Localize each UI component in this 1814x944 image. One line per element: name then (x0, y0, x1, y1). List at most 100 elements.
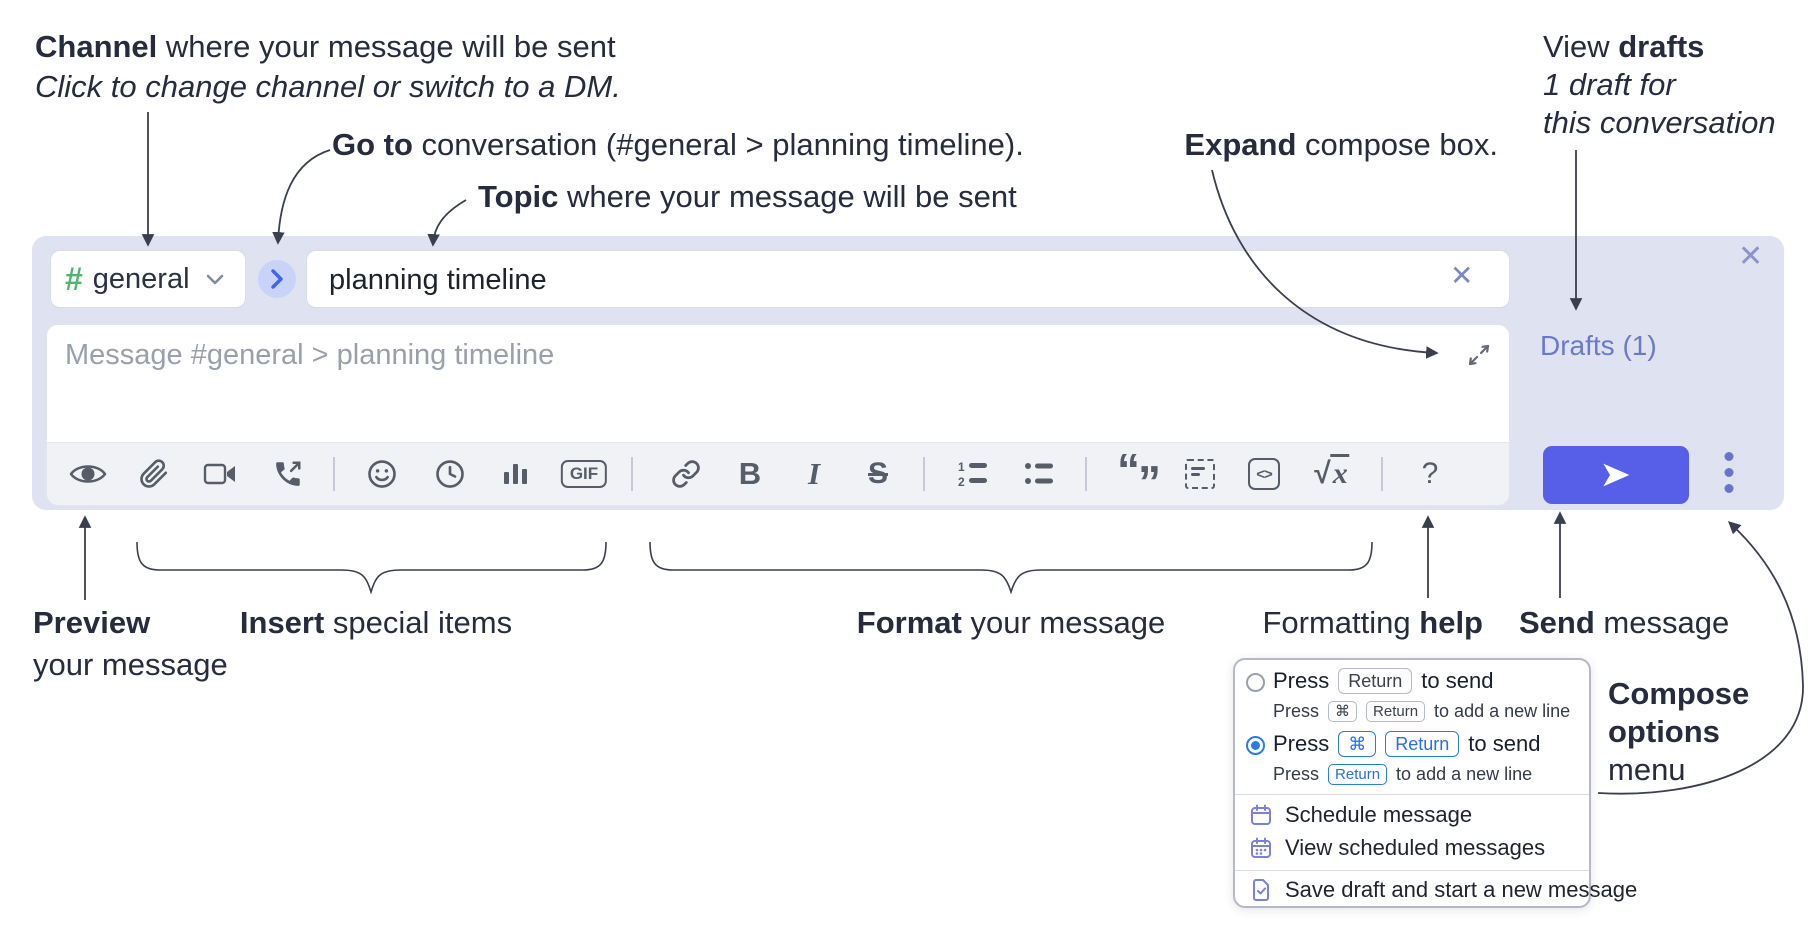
strikethrough-icon[interactable]: S (867, 457, 889, 490)
expand-compose-icon[interactable] (1466, 342, 1492, 373)
compose-options-menu-button[interactable] (1720, 452, 1738, 500)
channel-name: general (92, 262, 190, 295)
annotation-preview: Preview (33, 604, 150, 642)
chevron-down-icon (206, 274, 223, 284)
preview-eye-icon[interactable] (69, 461, 107, 487)
option1-press: Press (1273, 668, 1330, 693)
annotation-insert-rest: special items (324, 605, 513, 640)
toolbar-divider (1085, 457, 1087, 491)
video-call-icon[interactable] (203, 462, 237, 486)
chevron-right-icon (271, 269, 283, 289)
menu-item-save-draft[interactable]: Save draft and start a new message (1249, 877, 1637, 903)
drafts-link[interactable]: Drafts (1) (1540, 330, 1657, 361)
radio-return-to-send[interactable] (1246, 673, 1265, 692)
emoji-icon[interactable] (367, 459, 397, 489)
math-icon[interactable]: √x (1314, 454, 1350, 491)
compose-toolbar (46, 442, 1510, 506)
topic-input[interactable] (327, 251, 1451, 309)
message-input[interactable] (63, 337, 1447, 433)
draft-document-icon (1253, 879, 1269, 901)
option2-cmd-key: ⌘ (1338, 731, 1377, 757)
menu-option-cmd-return-to-send[interactable]: Press ⌘ Return to send (1273, 731, 1540, 757)
spoiler-icon[interactable] (1185, 459, 1215, 489)
annotation-view-drafts: View drafts (1543, 28, 1704, 66)
option1-sub-return-key: Return (1366, 701, 1426, 722)
bulleted-list-icon[interactable] (1024, 460, 1056, 488)
svg-text:2: 2 (958, 475, 965, 488)
annotation-send: Send message (1519, 604, 1729, 642)
annotation-preview-bold: Preview (33, 605, 151, 640)
option1-sub-press: Press (1273, 701, 1320, 721)
annotation-topic-bold: Topic (478, 179, 559, 214)
calendar-icon (1251, 804, 1271, 825)
annotation-drafts-line3: this conversation (1543, 105, 1776, 140)
quote-icon[interactable]: “” (1117, 447, 1161, 505)
option2-press: Press (1273, 731, 1330, 756)
quote-open-glyph: “ (1117, 444, 1140, 496)
goto-conversation-button[interactable] (258, 260, 296, 298)
bold-icon[interactable]: B (738, 456, 762, 491)
toolbar-divider (333, 457, 335, 491)
svg-text:1: 1 (958, 460, 965, 474)
annotation-options-line1: Compose (1608, 676, 1750, 711)
option2-suffix: to send (1468, 731, 1541, 756)
toolbar-divider (631, 457, 633, 491)
message-input-box (46, 324, 1510, 442)
clear-topic-icon[interactable]: ✕ (1450, 260, 1474, 291)
channel-hash-icon: # (65, 260, 83, 297)
code-glyph: <> (1248, 458, 1280, 490)
menu-item-schedule-message[interactable]: Schedule message (1249, 802, 1472, 828)
voice-call-icon[interactable] (273, 459, 303, 489)
annotation-expand-bold: Expand (1184, 127, 1297, 162)
annotation-help-normal: Formatting (1262, 605, 1420, 640)
attach-file-icon[interactable] (139, 459, 169, 489)
channel-selector[interactable]: # general (50, 250, 246, 308)
annotation-topic-rest: where your message will be sent (558, 179, 1017, 214)
send-plane-icon (1603, 463, 1630, 487)
toolbar-divider (1381, 457, 1383, 491)
gif-icon[interactable]: GIF (560, 460, 608, 488)
annotation-format-bold: Format (856, 605, 962, 640)
annotation-expand: Expand compose box. (1184, 126, 1498, 164)
formatting-help-icon[interactable]: ? (1421, 457, 1439, 490)
menu-option1-subtext: Press ⌘ Return to add a new line (1273, 701, 1570, 722)
menu-divider (1235, 794, 1589, 795)
option1-return-key: Return (1338, 668, 1413, 694)
close-compose-icon[interactable]: ✕ (1738, 240, 1764, 273)
link-icon[interactable] (671, 459, 701, 489)
annotation-view: View (1543, 29, 1619, 64)
menu-item-view-scheduled[interactable]: View scheduled messages (1249, 835, 1545, 861)
view-scheduled-label: View scheduled messages (1285, 835, 1546, 860)
annotation-insert-bold: Insert (239, 605, 325, 640)
annotation-goto: Go to conversation (#general > planning … (332, 126, 1024, 164)
option1-sub-suffix: to add a new line (1434, 701, 1571, 721)
annotation-preview-line2: your message (33, 647, 228, 682)
annotation-channel: Channel where your message will be sent (35, 28, 616, 66)
option2-sub-return-key: Return (1328, 764, 1388, 785)
schedule-message-label: Schedule message (1285, 802, 1473, 827)
annotation-format: Format your message (857, 604, 1165, 642)
annotation-send-rest: message (1594, 605, 1730, 640)
quote-close-glyph: ” (1138, 456, 1161, 508)
menu-option-return-to-send[interactable]: Press Return to send (1273, 668, 1493, 694)
annotation-goto-bold: Go to (332, 127, 413, 162)
option2-sub-press: Press (1273, 764, 1320, 784)
sqrt-glyph: √ (1314, 457, 1331, 490)
annotation-channel-line2: Click to change channel or switch to a D… (35, 69, 621, 104)
send-button[interactable] (1543, 446, 1689, 504)
schedule-time-icon[interactable] (435, 459, 465, 489)
topic-input-box (306, 250, 1510, 309)
code-icon[interactable]: <> (1248, 458, 1280, 490)
compose-options-menu: Press Return to send Press ⌘ Return to a… (1233, 658, 1637, 908)
calendar-grid-icon (1251, 837, 1271, 858)
radio-cmd-return-to-send[interactable] (1246, 736, 1265, 755)
annotation-goto-rest: conversation (#general > planning timeli… (412, 127, 1024, 162)
option1-suffix: to send (1421, 668, 1494, 693)
menu-divider (1235, 870, 1589, 871)
option2-return-key: Return (1385, 731, 1460, 757)
annotation-channel-rest: where your message will be sent (157, 29, 616, 64)
poll-chart-icon[interactable] (502, 460, 530, 488)
italic-icon[interactable]: I (807, 456, 821, 491)
